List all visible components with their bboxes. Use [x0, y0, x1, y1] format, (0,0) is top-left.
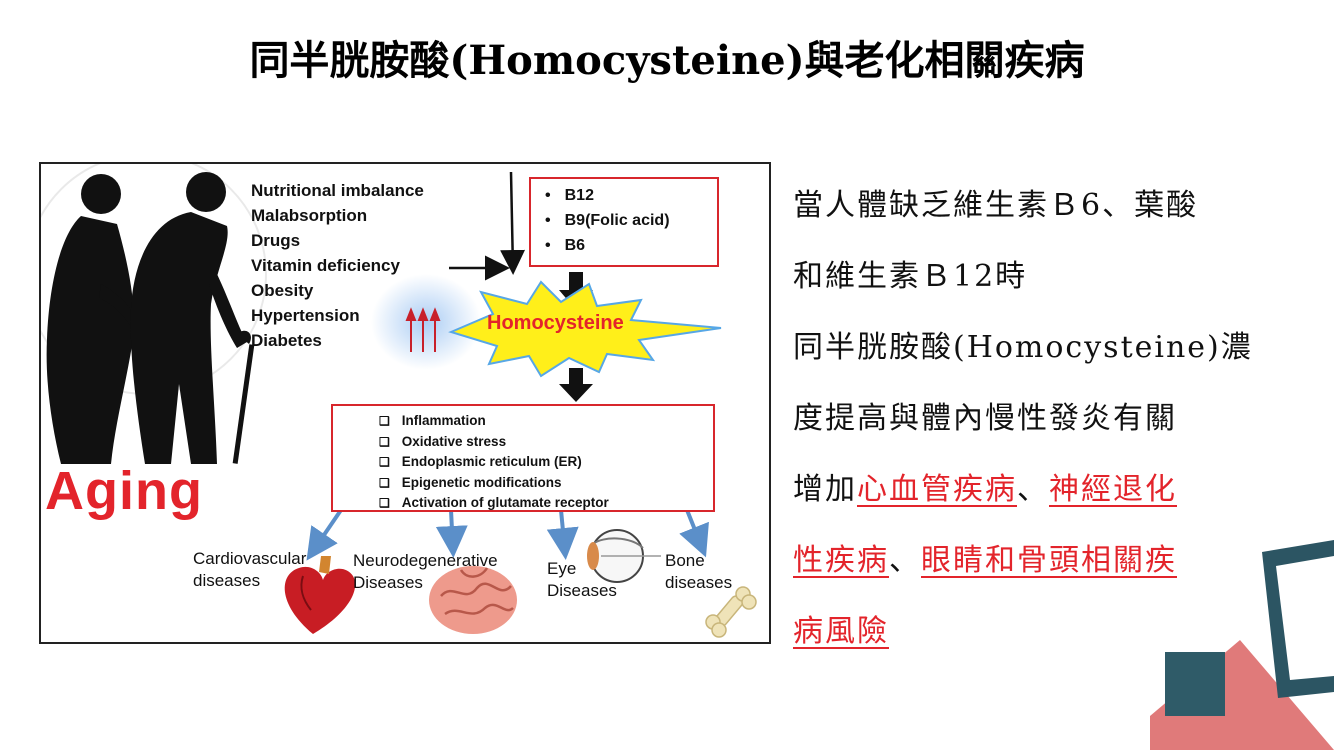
heart-icon: [284, 556, 356, 634]
diagram-graphics: [41, 164, 757, 638]
text-line: 性疾病、眼睛和骨頭相關疾: [793, 525, 1293, 596]
text-separator: 、: [889, 543, 921, 578]
neuro-label-line1: Neurodegenerative: [353, 551, 498, 570]
effects-box: Inflammation Oxidative stress Endoplasmi…: [331, 404, 715, 512]
effect-item: Epigenetic modifications: [402, 473, 713, 494]
homocysteine-diagram: Nutritional imbalance Malabsorption Drug…: [39, 162, 771, 644]
increase-arrows-icon: [405, 307, 441, 352]
factor-item: Nutritional imbalance: [251, 181, 424, 200]
homocysteine-label: Homocysteine: [487, 312, 624, 334]
highlight-neuro: 神經退化: [1049, 472, 1177, 507]
text-line: 和維生素Ｂ12時: [793, 259, 1028, 294]
neuro-label: Neurodegenerative Diseases: [353, 550, 498, 594]
factor-item: Drugs: [251, 231, 301, 250]
explanation-text: 當人體缺乏維生素Ｂ6、葉酸 和維生素Ｂ12時 同半胱胺酸(Homocystein…: [793, 170, 1293, 667]
arrow-eye: [546, 509, 579, 560]
text-separator: 、: [1017, 472, 1049, 507]
effect-item: Activation of glutamate receptor: [402, 493, 713, 514]
cardio-label-line2: diseases: [193, 571, 261, 590]
vitamin-item: B9(Folic acid): [545, 208, 717, 233]
bone-label: Bone diseases: [665, 550, 732, 594]
bone-icon: [705, 586, 757, 638]
effect-item: Oxidative stress: [402, 432, 713, 453]
cardio-label-line1: Cardiovascular: [193, 549, 307, 568]
homocysteine-burst: [448, 280, 722, 378]
text-line: 病風險: [793, 596, 1293, 667]
highlight-eye-bone-cont: 病風險: [793, 614, 889, 649]
arrow-bone: [679, 509, 709, 558]
factor-item: Obesity: [251, 281, 314, 300]
elderly-couple-icon: [46, 172, 255, 464]
neuro-label-line2: Diseases: [353, 573, 423, 592]
factor-item: Diabetes: [251, 331, 322, 350]
highlight-eye-bone: 眼睛和骨頭相關疾: [921, 543, 1177, 578]
factor-item: Malabsorption: [251, 206, 368, 225]
effect-item: Inflammation: [402, 411, 713, 432]
eye-icon: [587, 529, 661, 583]
arrow-cardio: [306, 508, 343, 561]
text-line: 當人體缺乏維生素Ｂ6、葉酸: [793, 188, 1199, 223]
text-line: 同半胱胺酸(Homocysteine)濃: [793, 330, 1253, 365]
effect-item: Endoplasmic reticulum (ER): [402, 452, 713, 473]
vitamins-to-homocysteine-arrow: [559, 272, 593, 310]
vitamins-box: B12 B9(Folic acid) B6: [529, 177, 719, 267]
homocysteine-to-effects-arrow: [559, 368, 593, 402]
eye-label-line2: Diseases: [547, 581, 617, 600]
factor-item: Vitamin deficiency: [251, 256, 400, 275]
eye-label: Eye Diseases: [547, 558, 617, 602]
brain-icon: [429, 566, 517, 634]
text-line: 度提高與體內慢性發炎有關: [793, 401, 1177, 436]
highlight-neuro-cont: 性疾病: [793, 543, 889, 578]
glow-effect: [371, 274, 481, 370]
bone-label-line1: Bone: [665, 551, 705, 570]
arrow-neuro: [435, 509, 468, 558]
page-title: 同半胱胺酸(Homocysteine)與老化相關疾病: [249, 37, 1085, 84]
aging-label: Aging: [45, 461, 203, 521]
factor-item: Hypertension: [251, 306, 360, 325]
vitamin-item: B12: [545, 183, 717, 208]
eye-label-line1: Eye: [547, 559, 577, 578]
bone-label-line2: diseases: [665, 573, 733, 592]
vitamin-item: B6: [545, 233, 717, 258]
text-plain: 增加: [793, 472, 857, 507]
highlight-cardio: 心血管疾病: [857, 472, 1017, 507]
cardio-label: Cardiovascular diseases: [193, 548, 306, 592]
text-line: 增加心血管疾病、神經退化: [793, 454, 1293, 525]
risk-factors-list: Nutritional imbalance Malabsorption Drug…: [251, 178, 424, 353]
top-down-arrow: [500, 171, 526, 275]
